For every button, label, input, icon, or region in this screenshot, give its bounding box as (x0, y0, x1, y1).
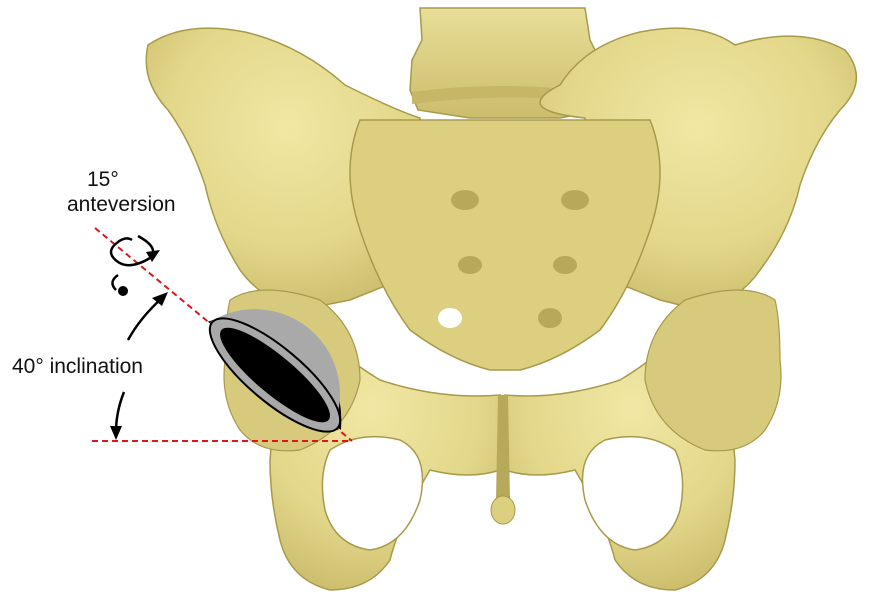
rotation-arrow-icon (111, 236, 160, 296)
inclination-label: 40° inclination (12, 355, 143, 379)
anteversion-angle-label: 15° (87, 168, 119, 192)
anteversion-label: anteversion (67, 193, 176, 217)
pubic-symphysis (496, 395, 510, 500)
left-obturator-foramen (322, 437, 422, 550)
right-obturator-foramen (583, 437, 683, 550)
sacrum (350, 120, 660, 370)
pelvis-bone (146, 8, 856, 590)
